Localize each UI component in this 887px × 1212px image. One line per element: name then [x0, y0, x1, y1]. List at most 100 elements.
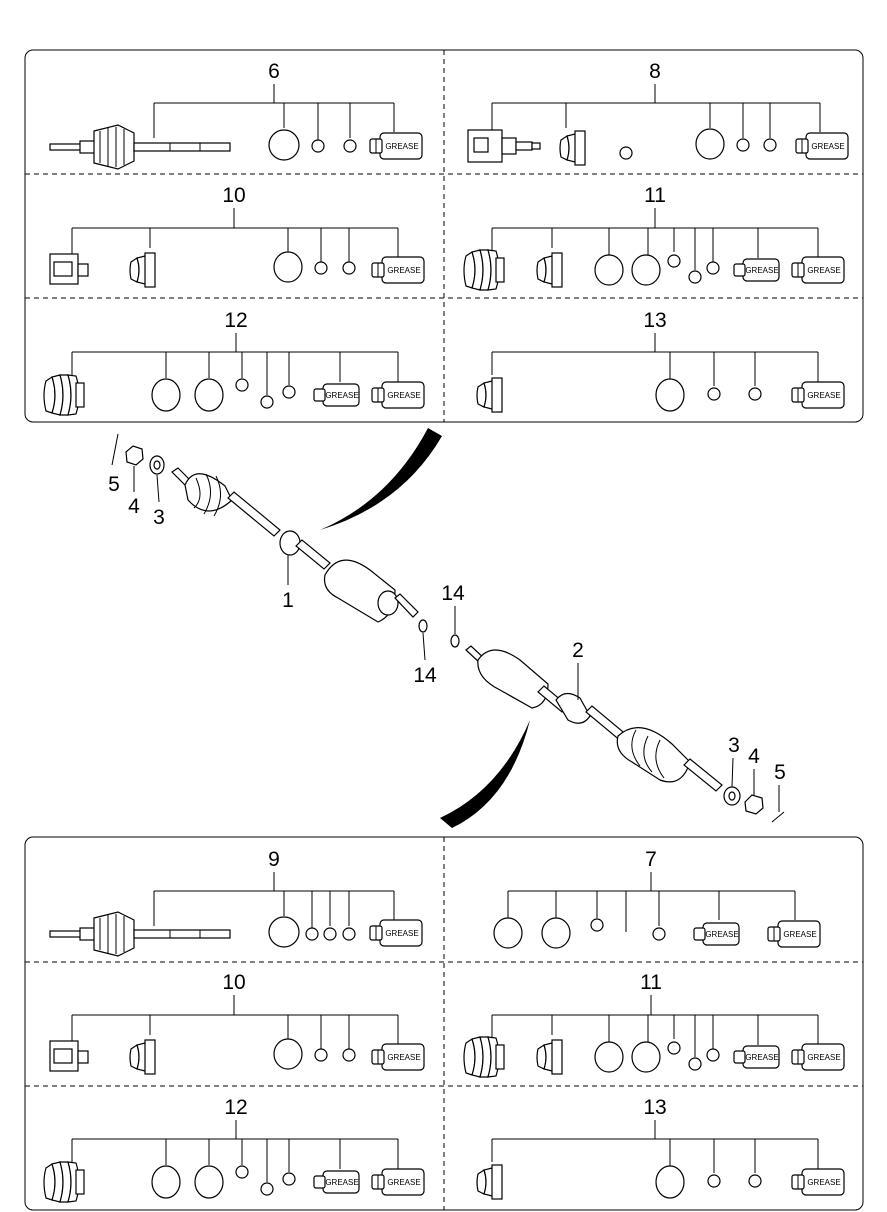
boot-outer-icon — [463, 249, 505, 291]
kit-ref-label: 13 — [643, 309, 666, 332]
clamp-ring-small-icon — [688, 270, 702, 284]
callout-label: 14 — [413, 664, 437, 687]
grease-label: GREASE — [745, 1053, 778, 1062]
kit-ref-label: 10 — [222, 971, 245, 994]
grease-label: GREASE — [807, 1178, 840, 1187]
kit-ref-label: 7 — [645, 848, 657, 871]
snap-ring-icon — [282, 385, 296, 399]
clamp-ring-large-icon — [268, 129, 300, 161]
clamp-ring-small-icon — [311, 139, 325, 153]
grease-label: GREASE — [387, 266, 420, 275]
kit-ref-label: 8 — [649, 60, 661, 83]
kit-ref-label: 10 — [222, 184, 245, 207]
hub-nut-icon — [744, 794, 764, 815]
clamp-ring-large-icon — [151, 1165, 181, 1199]
left-hardware: 5 4 3 — [108, 433, 165, 529]
outer-cv-boot-icon — [616, 727, 691, 783]
kit-ref-label: 9 — [268, 848, 280, 871]
outer-race-icon — [49, 253, 89, 285]
clamp-ring-small-icon — [667, 1041, 681, 1055]
boot-icon — [476, 1164, 503, 1200]
snap-ring-icon — [706, 1048, 720, 1062]
kit-bottom-1: 7 GREASE GREASE — [493, 848, 821, 949]
inner-tripod-joint-icon — [477, 649, 549, 709]
clamp-ring-small-icon — [736, 138, 750, 152]
half-shaft-assembly-icon — [49, 124, 231, 170]
kit-bottom-4: 12 GREASE GREASE — [43, 1096, 425, 1203]
grease-label: GREASE — [325, 391, 358, 400]
clamp-ring-large-icon — [655, 378, 685, 412]
grease-label: GREASE — [705, 930, 738, 939]
clamp-ring-large-icon — [268, 916, 300, 948]
grease-label: GREASE — [811, 142, 844, 151]
boot-inner-icon — [536, 252, 563, 288]
boot-icon — [43, 1161, 85, 1203]
kit-ref-label: 11 — [644, 184, 666, 207]
clamp-ring-large-icon — [594, 254, 624, 286]
grease-label: GREASE — [783, 930, 816, 939]
bottom-kit-panel: 9 GREASE 7 GREASE GREASE 10 — [24, 836, 864, 1211]
cotter-pin-icon — [111, 433, 119, 466]
callout-label: 5 — [108, 473, 120, 496]
clamp-ring-small-icon — [305, 927, 319, 941]
grease-label: GREASE — [385, 929, 418, 938]
grease-label: GREASE — [387, 1178, 420, 1187]
kit-bottom-2: 10 GREASE — [49, 971, 425, 1075]
clamp-ring-small-icon — [260, 395, 274, 409]
snap-ring-icon — [748, 387, 762, 401]
clamp-ring-small-icon — [667, 254, 681, 268]
left-drive-shaft: 1 — [171, 467, 419, 623]
callout-label: 1 — [282, 589, 294, 612]
seal-ring-icon — [450, 634, 460, 648]
snap-ring-icon — [343, 139, 357, 153]
clamp-ring-large-icon — [493, 917, 523, 949]
clamp-ring-small-icon — [590, 918, 604, 932]
bottom-leader-wedge — [440, 720, 530, 828]
clamp-ring-large-icon — [594, 1041, 624, 1073]
clamp-ring-small-icon — [235, 378, 249, 392]
grease-label: GREASE — [385, 142, 418, 151]
boot-inner-icon — [536, 1039, 563, 1075]
clamp-ring-large-icon — [194, 378, 224, 412]
clamp-ring-small-icon — [688, 1057, 702, 1071]
boot-outer-icon — [463, 1036, 505, 1078]
kit-ref-label: 12 — [224, 309, 247, 332]
hub-nut-icon — [125, 445, 144, 466]
seal-rings: 14 14 — [413, 582, 465, 687]
kit-ref-label: 6 — [268, 60, 280, 83]
clamp-ring-large-icon — [273, 251, 303, 283]
clamp-ring-large-icon — [631, 1041, 661, 1073]
grease-label: GREASE — [745, 266, 778, 275]
kit-top-0: 6 GREASE — [49, 60, 423, 170]
kit-bottom-5: 13 GREASE — [476, 1096, 845, 1200]
callout-label: 3 — [153, 506, 165, 529]
clamp-ring-large-icon — [194, 1165, 224, 1199]
clamp-ring-large-icon — [695, 128, 725, 160]
callout-label: 14 — [441, 582, 465, 605]
clamp-ring-large-icon — [541, 917, 571, 949]
shaft-bar-icon — [227, 491, 281, 537]
right-hardware: 3 4 5 — [723, 734, 786, 823]
snap-ring-icon — [342, 261, 356, 275]
damper-icon — [279, 530, 301, 556]
grease-label: GREASE — [387, 1053, 420, 1062]
top-kit-panel: 6 GREASE 8 GREASE 10 — [24, 49, 864, 423]
kit-top-1: 8 GREASE — [467, 60, 849, 166]
boot-icon — [476, 377, 503, 413]
center-exploded-view: 5 4 3 1 14 14 — [108, 428, 786, 828]
clamp-ring-small-icon — [314, 1048, 328, 1062]
callout-label: 4 — [748, 745, 760, 768]
callout-label: 5 — [774, 761, 786, 784]
boot-icon — [129, 252, 156, 288]
snap-ring-icon — [763, 138, 777, 152]
grease-label: GREASE — [807, 266, 840, 275]
grease-label: GREASE — [807, 1053, 840, 1062]
cotter-pin-icon — [771, 811, 785, 823]
snap-ring-icon — [748, 1174, 762, 1188]
clamp-ring-small-icon — [235, 1165, 249, 1179]
seal-ring-icon — [418, 619, 428, 633]
grease-label: GREASE — [807, 391, 840, 400]
callout-label: 4 — [128, 495, 140, 518]
callout-label: 3 — [728, 734, 740, 757]
